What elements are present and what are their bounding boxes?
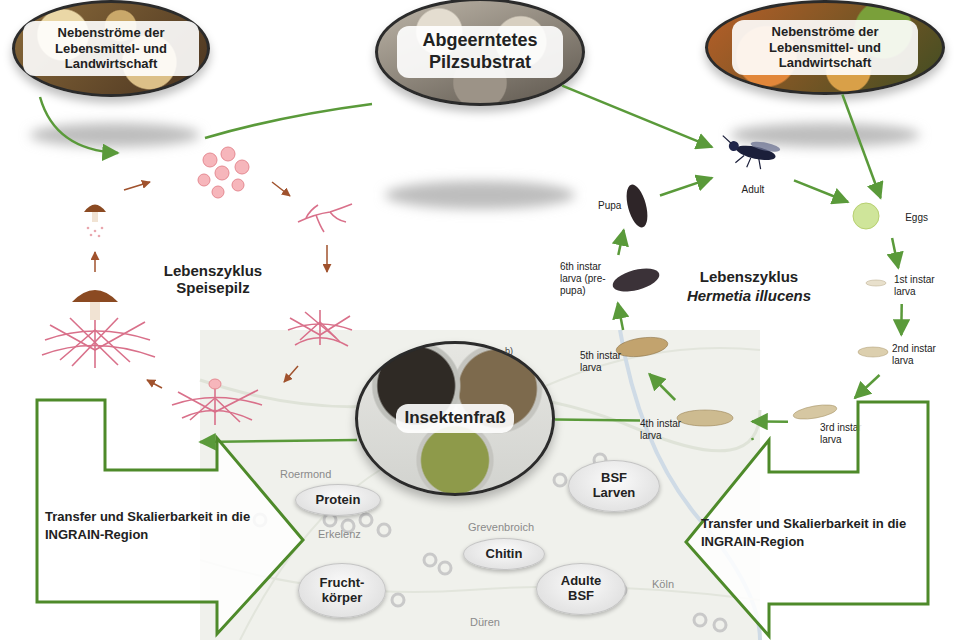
flow-line: [752, 438, 753, 440]
mushroom-cycle: [42, 147, 352, 425]
stage-label: Eggs: [905, 212, 928, 224]
node-label: Transfer und Skalierbarkeit in die INGRA…: [701, 515, 926, 550]
cycle-title: Lebenszyklus Speisepilz: [148, 262, 278, 296]
side-stream-photo: Nebenströme der Lebensmittel- und Landwi…: [12, 0, 210, 97]
flow-arrow: [752, 420, 788, 423]
flow-arrow: [618, 303, 623, 330]
flow-arrow: [200, 440, 357, 442]
life-stage: 6th instar larva (pre-pupa): [560, 255, 666, 303]
life-stage: 1st instar larva: [858, 268, 946, 304]
flow-arrow: [555, 418, 640, 421]
node-label: Protein: [316, 493, 361, 508]
node-label: Transfer und Skalierbarkeit in die INGRA…: [45, 508, 275, 543]
flow-arrow: [618, 230, 623, 255]
map-background: [200, 330, 760, 640]
species-name: Hermetia illucens: [678, 287, 820, 304]
node-label: Insektenfraß: [396, 404, 513, 432]
transfer-arrow: Transfer und Skalierbarkeit in die INGRA…: [683, 400, 935, 640]
transfer-arrow: Transfer und Skalierbarkeit in die INGRA…: [35, 398, 307, 638]
node-label: Frucht- körper: [307, 576, 377, 606]
flow-arrow: [649, 374, 675, 400]
node-label: Abgeerntetes Pilzsubstrat: [397, 26, 563, 77]
frass-photo: Insektenfraß: [355, 341, 555, 496]
substrate-photo: Abgeerntetes Pilzsubstrat: [375, 0, 585, 106]
arrow-shape: [37, 400, 303, 634]
stage-label: 1st instar larva: [894, 274, 946, 298]
flow-arrow: [660, 178, 712, 196]
node-label: Adulte BSF: [551, 574, 611, 604]
side-stream-photo: Nebenströme der Lebensmittel- und Landwi…: [705, 0, 945, 95]
product-ellipse: Chitin: [463, 538, 545, 570]
life-stage: 5th instar larva: [580, 330, 675, 374]
flow-arrow: [794, 180, 848, 202]
flow-line: [205, 104, 372, 138]
flow-arrow: [900, 304, 903, 335]
stage-label: 5th instar larva: [580, 350, 632, 374]
life-stage: Adult: [712, 132, 794, 196]
product-ellipse: Protein: [295, 484, 381, 516]
stage-label: 6th instar larva (pre-pupa): [560, 261, 616, 297]
node-label: Chitin: [486, 547, 523, 562]
flow-arrow: [892, 238, 898, 268]
life-stage: 2nd instar larva: [852, 335, 950, 375]
node-label: BSF Larven: [589, 471, 639, 501]
arrow-shape: [686, 402, 928, 636]
life-stage: Pupa: [598, 182, 660, 230]
product-ellipse: Adulte BSF: [536, 563, 626, 615]
flow-arrow: [842, 95, 880, 199]
flow-arrow: [855, 375, 880, 398]
cycle-title: Lebenszyklus: [690, 268, 808, 285]
product-ellipse: Frucht- körper: [298, 563, 386, 618]
life-stage: Eggs: [848, 198, 928, 238]
product-ellipse: BSF Larven: [568, 460, 660, 512]
shadow: [385, 181, 575, 209]
flow-arrow: [40, 97, 118, 153]
node-label: Nebenströme der Lebensmittel- und Landwi…: [23, 21, 199, 76]
stage-label: 2nd instar larva: [892, 343, 950, 367]
stage-label: 4th instar larva: [640, 418, 695, 442]
node-label: Nebenströme der Lebensmittel- und Landwi…: [732, 20, 918, 75]
stage-label: Adult: [742, 184, 765, 196]
bsf-icons: [610, 134, 888, 426]
flow-arrow: [562, 86, 712, 148]
stage-label: Pupa: [598, 200, 621, 212]
life-stage: 4th instar larva: [640, 400, 752, 442]
